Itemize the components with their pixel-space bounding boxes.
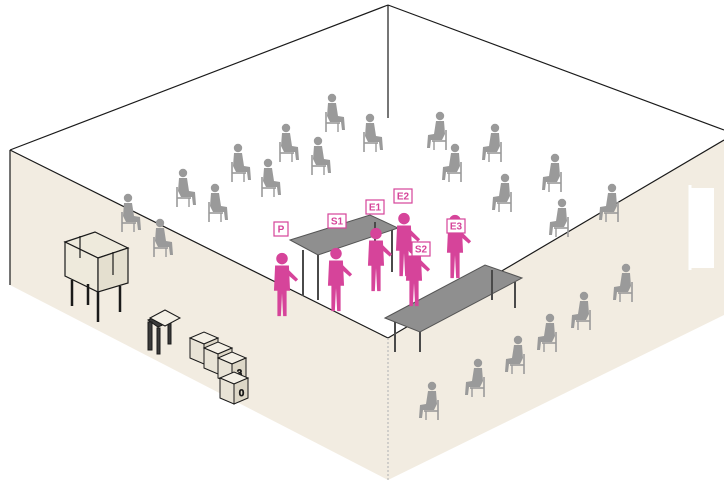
person-icon <box>442 144 461 182</box>
person-icon <box>549 199 568 237</box>
role-code: E2 <box>397 192 410 203</box>
role-code: S2 <box>415 245 428 256</box>
role-code: S1 <box>331 217 344 228</box>
role-label: S1 <box>328 214 346 228</box>
ballot-box-number: 0 <box>239 388 244 398</box>
person-icon <box>328 248 352 311</box>
person-icon <box>326 94 345 132</box>
role-label: E1 <box>366 200 384 214</box>
person-icon <box>427 112 446 150</box>
role-label: E2 <box>394 189 412 203</box>
person-icon <box>492 174 511 212</box>
role-code: E1 <box>369 203 382 214</box>
person-icon <box>542 154 561 192</box>
person-icon <box>280 124 299 162</box>
role-code: E3 <box>450 222 463 233</box>
person-icon <box>232 144 251 182</box>
role-label: E3 <box>447 219 465 233</box>
person-icon <box>262 159 281 197</box>
role-code: P <box>278 225 285 236</box>
door-opening <box>690 188 714 268</box>
person-icon <box>364 114 383 152</box>
role-label: P <box>274 222 288 236</box>
person-icon <box>482 124 501 162</box>
person-icon <box>177 169 196 207</box>
ballot-box-icon: 0 <box>220 372 248 404</box>
person-icon <box>209 184 228 222</box>
person-icon <box>312 137 331 175</box>
left-wall <box>10 150 388 480</box>
role-label: S2 <box>412 242 430 256</box>
